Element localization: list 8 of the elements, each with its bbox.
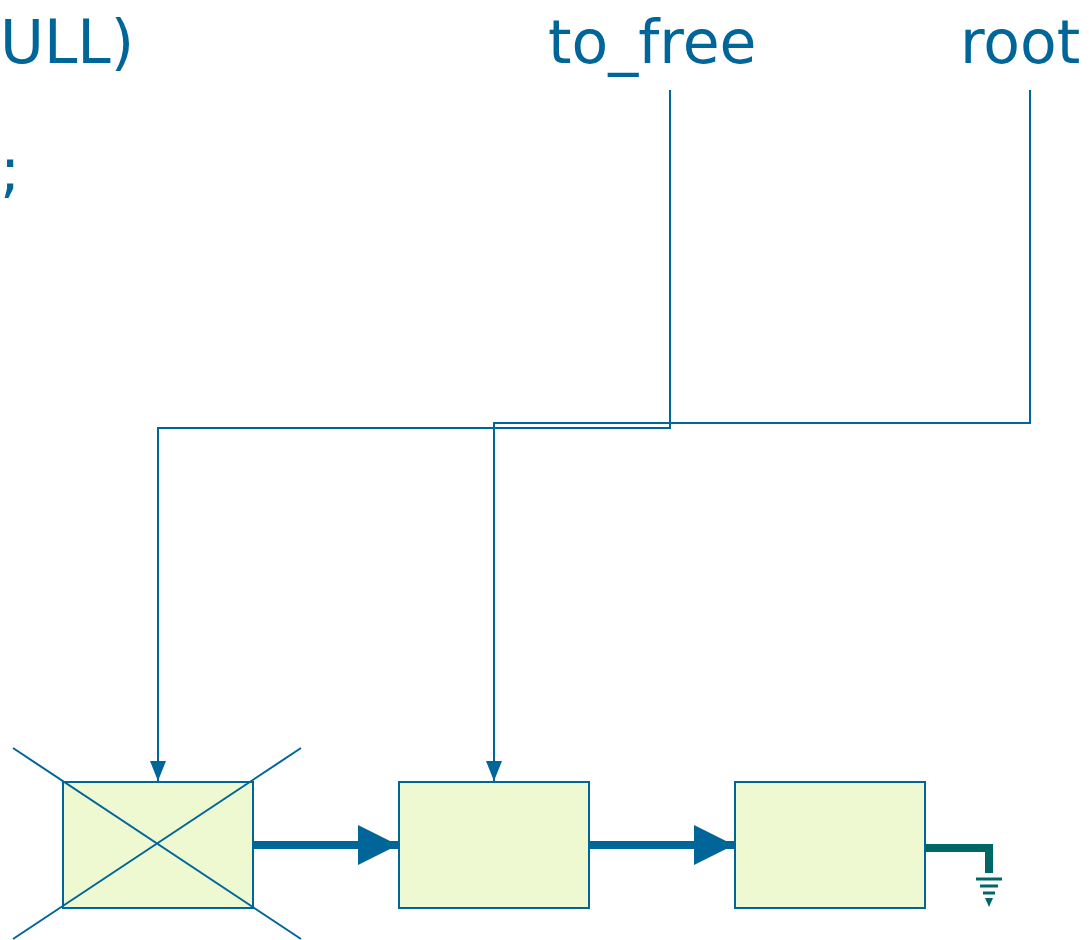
code-text-fragment: ; <box>0 140 21 200</box>
arrow <box>150 89 671 782</box>
list-node-box <box>62 781 254 909</box>
arrow <box>486 89 1031 782</box>
list-node-box <box>398 781 590 909</box>
pointer-variable-label: root <box>960 12 1089 74</box>
list-node-box <box>734 781 926 909</box>
code-text-fragment: ULL) <box>0 12 135 72</box>
